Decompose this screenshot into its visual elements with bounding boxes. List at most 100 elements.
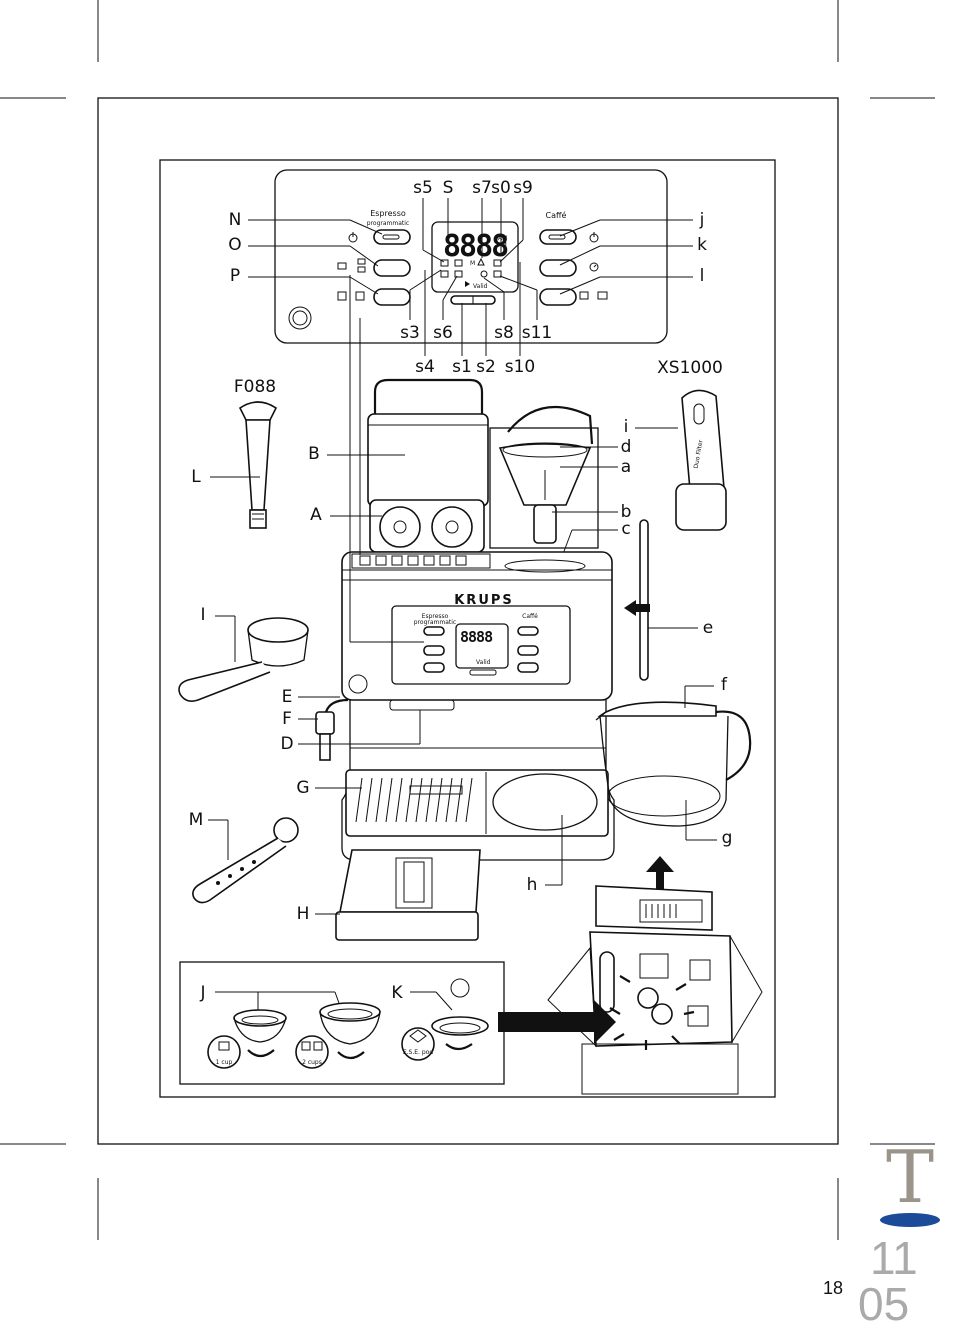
caffe-strength-button[interactable]: [539, 288, 577, 306]
label-F: F: [282, 709, 292, 729]
panel-leader-lines: [248, 198, 693, 356]
ese-pod-label: E.S.E. pod: [403, 1049, 433, 1056]
panel-caffe-title: Caffé: [546, 210, 567, 220]
label-b: b: [621, 502, 632, 522]
two-cups-filter: [319, 1002, 381, 1060]
label-L: L: [191, 467, 201, 487]
espresso-power-button[interactable]: [373, 229, 411, 245]
label-H: H: [297, 904, 310, 924]
two-cups-label: 2 cups: [302, 1059, 322, 1066]
espresso-cup-select-button[interactable]: [373, 259, 411, 277]
water-level-gauge: [624, 519, 650, 681]
machine-espresso-power-button[interactable]: [423, 626, 445, 636]
funnel-leader-lines: [552, 427, 678, 563]
label-K: K: [391, 983, 403, 1003]
glass-carafe: [595, 701, 752, 827]
machine-caffe-power-button[interactable]: [517, 626, 539, 636]
label-J: J: [199, 983, 205, 1003]
ese-pod-filter: [431, 978, 489, 1051]
callout-s6: s6: [433, 323, 453, 343]
label-h: h: [527, 875, 538, 895]
callout-s4: s4: [415, 357, 435, 377]
water-filter-F088: [238, 401, 278, 529]
label-P: P: [230, 266, 240, 286]
display-status-icons: [440, 257, 502, 278]
nozzle-leader-lines: [298, 696, 421, 745]
panel-valid: Valid: [473, 283, 488, 290]
callout-s0: s0: [491, 178, 511, 198]
label-G: G: [296, 778, 309, 798]
callout-S: S: [443, 178, 454, 198]
callout-s9: s9: [513, 178, 533, 198]
right-arrow-icon: [498, 1000, 616, 1044]
tamper-spoon: [192, 817, 299, 904]
machine-strength-button[interactable]: [517, 662, 539, 673]
machine-cup-button[interactable]: [423, 645, 445, 656]
label-l: l: [700, 266, 705, 286]
boiler-unit-illustration: [547, 885, 763, 1095]
clock-icon: [589, 262, 599, 272]
machine-caffe-title: Caffé: [522, 613, 538, 620]
one-cup-filter: [233, 1009, 287, 1058]
machine-timer-button[interactable]: [517, 645, 539, 656]
label-d: d: [621, 437, 632, 457]
label-j: j: [699, 210, 705, 230]
one-cup-label: 1 cup: [216, 1059, 233, 1066]
machine-steam-button[interactable]: [423, 662, 445, 673]
callout-s10: s10: [505, 357, 536, 377]
espresso-steam-button[interactable]: [373, 288, 411, 306]
label-B: B: [308, 444, 320, 464]
filter-icons: 1 cup 2 cups E.S.E. pod: [207, 1027, 435, 1069]
up-arrow-icon: [646, 856, 674, 896]
panel-callouts: s5 S s7 s0 s9 s3 s6 s8 s11 s4 s1 s2 s10 …: [228, 178, 707, 377]
control-panel: Espresso programmatic Caffé 8888 AM PM M…: [274, 169, 668, 344]
logo-letter: T: [886, 1135, 934, 1219]
label-g: g: [722, 828, 733, 848]
label-k: k: [697, 235, 707, 255]
machine-body: KRUPS Espresso programmatic Caffé 8888 V…: [335, 275, 615, 941]
code-bottom: 05: [858, 1278, 909, 1324]
label-M: M: [189, 810, 204, 830]
machine-display: [455, 623, 509, 669]
filter-model-label: F088: [234, 377, 276, 397]
machine-valid: Valid: [476, 659, 491, 666]
cartridge-model-label: XS1000: [657, 358, 723, 378]
valid-play-icon: [465, 281, 470, 287]
drip-grille: [355, 777, 473, 823]
carafe-warming-plate: [492, 773, 598, 831]
callout-s11: s11: [522, 323, 553, 343]
label-a: a: [621, 457, 631, 477]
machine-control-panel: [391, 605, 571, 685]
cartridge-text: Duo Filter: [693, 439, 705, 469]
steam-icon: [337, 291, 365, 301]
panel-am: AM: [498, 235, 507, 242]
label-D: D: [280, 734, 293, 754]
panel-espresso-sub: programmatic: [367, 220, 409, 227]
machine-seal-icon: [348, 674, 368, 694]
callout-s1: s1: [452, 357, 472, 377]
panel-display: [431, 221, 519, 293]
crop-marks: [0, 0, 935, 1240]
drip-drawer: [335, 849, 481, 941]
machine-display-digits: 8888: [460, 628, 493, 646]
label-e: e: [703, 618, 713, 638]
machine-espresso-sub: programmatic: [414, 619, 456, 626]
caffe-timer-button[interactable]: [539, 259, 577, 277]
machine-brand: KRUPS: [454, 593, 514, 608]
steam-nozzle: [315, 698, 349, 761]
panel-pm: PM: [498, 242, 507, 249]
label-i: i: [624, 417, 629, 437]
label-I: I: [200, 605, 205, 625]
panel-espresso-title: Espresso: [370, 209, 406, 218]
coffee-filter-funnel: [489, 405, 599, 549]
inner-frame: [159, 159, 776, 1098]
callout-s7: s7: [472, 178, 492, 198]
drip-tray: [345, 769, 609, 837]
ese-seal-icon: [288, 306, 312, 330]
code-top: 11: [870, 1232, 918, 1284]
cups-icon: [337, 258, 366, 273]
callout-s3: s3: [400, 323, 420, 343]
label-f: f: [721, 675, 728, 695]
panel-m-mark: M: [470, 260, 475, 267]
